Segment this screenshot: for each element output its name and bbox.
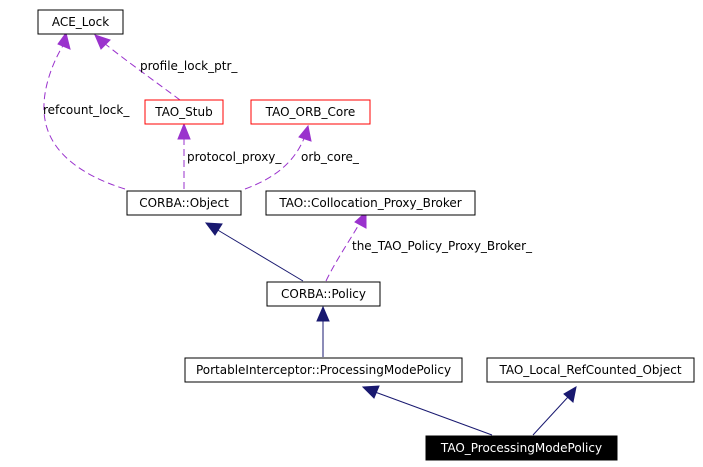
edge-refcount-lock — [43, 43, 126, 190]
arrowhead-orb-core — [298, 124, 312, 142]
node-tao-stub[interactable]: TAO_Stub — [144, 99, 224, 125]
node-tao-orb-core[interactable]: TAO_ORB_Core — [250, 99, 371, 125]
node-label: TAO::Collocation_Proxy_Broker — [278, 196, 461, 210]
node-corba-policy[interactable]: CORBA::Policy — [266, 281, 381, 307]
arrowhead-refcount-lock — [57, 31, 71, 50]
arrowhead-tao-pmp-to-pmp — [361, 385, 380, 399]
arrowhead-protocol-proxy — [177, 122, 191, 140]
label-policy-proxy-broker: the_TAO_Policy_Proxy_Broker_ — [352, 239, 533, 253]
node-collocation-proxy-broker[interactable]: TAO::Collocation_Proxy_Broker — [265, 190, 476, 216]
node-tao-processing-mode-policy[interactable]: TAO_ProcessingModePolicy — [425, 435, 618, 461]
node-label: ACE_Lock — [52, 15, 109, 29]
arrowhead-policy-to-object — [204, 222, 223, 236]
node-processing-mode-policy[interactable]: PortableInterceptor::ProcessingModePolic… — [184, 357, 463, 383]
arrowhead-profile-lock-ptr — [94, 34, 111, 50]
edge-policy-proxy-broker — [325, 220, 362, 282]
node-corba-object[interactable]: CORBA::Object — [126, 190, 242, 216]
node-label: TAO_ORB_Core — [265, 105, 356, 119]
label-profile-lock-ptr: profile_lock_ptr_ — [140, 59, 238, 73]
node-label: TAO_Local_RefCounted_Object — [498, 363, 681, 377]
edge-tao-pmp-to-localref — [532, 396, 569, 436]
arrowhead-policy-proxy-broker — [354, 210, 367, 229]
usage-edges — [43, 42, 362, 282]
inheritance-edges — [215, 228, 569, 436]
node-label: TAO_Stub — [154, 105, 212, 119]
node-label: TAO_ProcessingModePolicy — [440, 441, 602, 455]
node-ace-lock[interactable]: ACE_Lock — [37, 9, 124, 35]
node-label: CORBA::Object — [139, 196, 229, 210]
edge-profile-lock-ptr — [103, 42, 181, 101]
edge-policy-to-object — [215, 228, 304, 282]
node-local-refcounted-object[interactable]: TAO_Local_RefCounted_Object — [486, 357, 695, 383]
edge-tao-pmp-to-pmp — [374, 391, 493, 436]
arrowhead-pmp-to-policy — [316, 305, 330, 322]
label-refcount-lock: refcount_lock_ — [43, 103, 130, 117]
label-protocol-proxy: protocol_proxy_ — [187, 150, 282, 164]
usage-arrowheads — [57, 31, 367, 229]
inheritance-arrowheads — [204, 222, 577, 403]
arrowhead-tao-pmp-to-localref — [563, 386, 577, 403]
node-label: PortableInterceptor::ProcessingModePolic… — [196, 363, 451, 377]
label-orb-core: orb_core_ — [301, 150, 360, 164]
node-label: CORBA::Policy — [281, 287, 366, 301]
